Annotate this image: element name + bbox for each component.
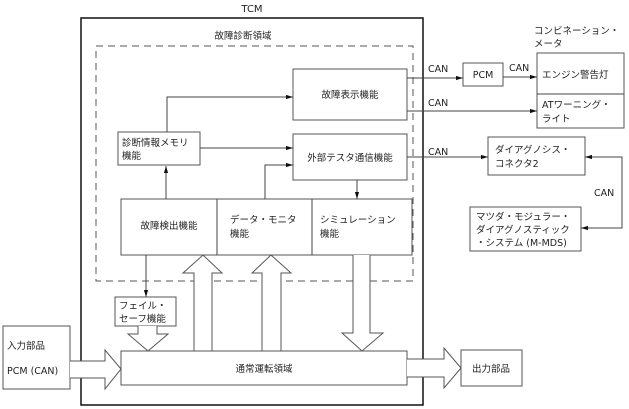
connector-to-mmds-label: CAN xyxy=(594,188,614,199)
input-parts-label-1: 入力部品 xyxy=(7,340,45,352)
monitor-to-tester-arrow xyxy=(264,162,293,199)
can-to-connector-label: CAN xyxy=(428,147,448,158)
output-parts-box xyxy=(460,349,523,387)
diag-memory-label-2: 機能 xyxy=(122,150,142,162)
ext-tester-comm-label: 外部テスタ通信機能 xyxy=(307,152,393,164)
diag-memory-label-1: 診断情報メモリ xyxy=(122,137,189,149)
memory-to-fault-display-arrow xyxy=(166,94,293,132)
failsafe-to-normal-fat-arrow xyxy=(126,326,170,352)
normal-operation-box xyxy=(120,350,408,386)
diag-connector-label-2: コネクタ2 xyxy=(495,159,539,170)
input-parts-box xyxy=(2,325,71,390)
fault-display-label: 故障表示機能 xyxy=(321,89,379,101)
m-mds-label-3: ・システム (M-MDS) xyxy=(476,238,567,249)
data-monitor-label-1: データ・モニタ xyxy=(230,214,297,226)
pcm-box xyxy=(462,62,504,87)
simulation-label-2: 機能 xyxy=(320,228,340,240)
connector-mmds-can-link xyxy=(581,154,623,231)
output-fat-arrow xyxy=(407,346,462,390)
fault-detection-label: 故障検出機能 xyxy=(140,220,198,232)
input-parts-label-2: PCM (CAN) xyxy=(7,366,58,377)
engine-warning-label: エンジン警告灯 xyxy=(542,69,609,81)
tcm-label: TCM xyxy=(240,4,262,15)
diag-connector-label-1: ダイアグノシス・ xyxy=(495,144,570,156)
diag-memory-box xyxy=(117,131,201,166)
data-monitor-label-2: 機能 xyxy=(230,228,250,240)
fault-display-box xyxy=(292,68,408,121)
combination-meter-box xyxy=(536,52,625,129)
m-mds-label-2: ダイアグノスティック xyxy=(476,224,570,236)
fail-safe-label-2: セーフ機能 xyxy=(119,313,166,325)
at-warning-label-1: ATワーニング・ xyxy=(542,99,611,111)
diagnosis-area-boundary xyxy=(95,45,414,282)
normal-to-monitor-fat-arrow xyxy=(181,254,224,351)
pcm-label: PCM xyxy=(473,70,494,81)
input-fat-arrow xyxy=(70,348,122,391)
combination-meter-label-1: コンビネーション・ xyxy=(534,26,619,37)
pcm-to-engine-label: CAN xyxy=(509,63,529,74)
m-mds-label-1: マツダ・モジュラー・ xyxy=(476,211,570,223)
simulation-to-normal-fat-arrow xyxy=(340,255,385,352)
normal-to-monitor-fat-arrow xyxy=(250,254,293,351)
m-mds-box xyxy=(469,206,582,252)
diagnosis-area-label: 故障診断領域 xyxy=(214,30,272,42)
simulation-label-1: シミュレーション xyxy=(320,215,396,226)
ext-tester-comm-box xyxy=(292,133,408,181)
function-row-box xyxy=(120,198,413,256)
output-parts-label: 出力部品 xyxy=(472,363,510,375)
can-to-at-label: CAN xyxy=(428,98,448,109)
at-warning-label-2: ライト xyxy=(542,114,571,125)
normal-operation-label: 通常運転領域 xyxy=(235,363,293,375)
diag-connector-box xyxy=(487,136,586,176)
tcm-boundary xyxy=(80,17,424,406)
can-to-pcm-label: CAN xyxy=(428,64,448,75)
fail-safe-label-1: フェイル・ xyxy=(119,301,167,312)
combination-meter-label-2: メータ xyxy=(534,39,563,50)
